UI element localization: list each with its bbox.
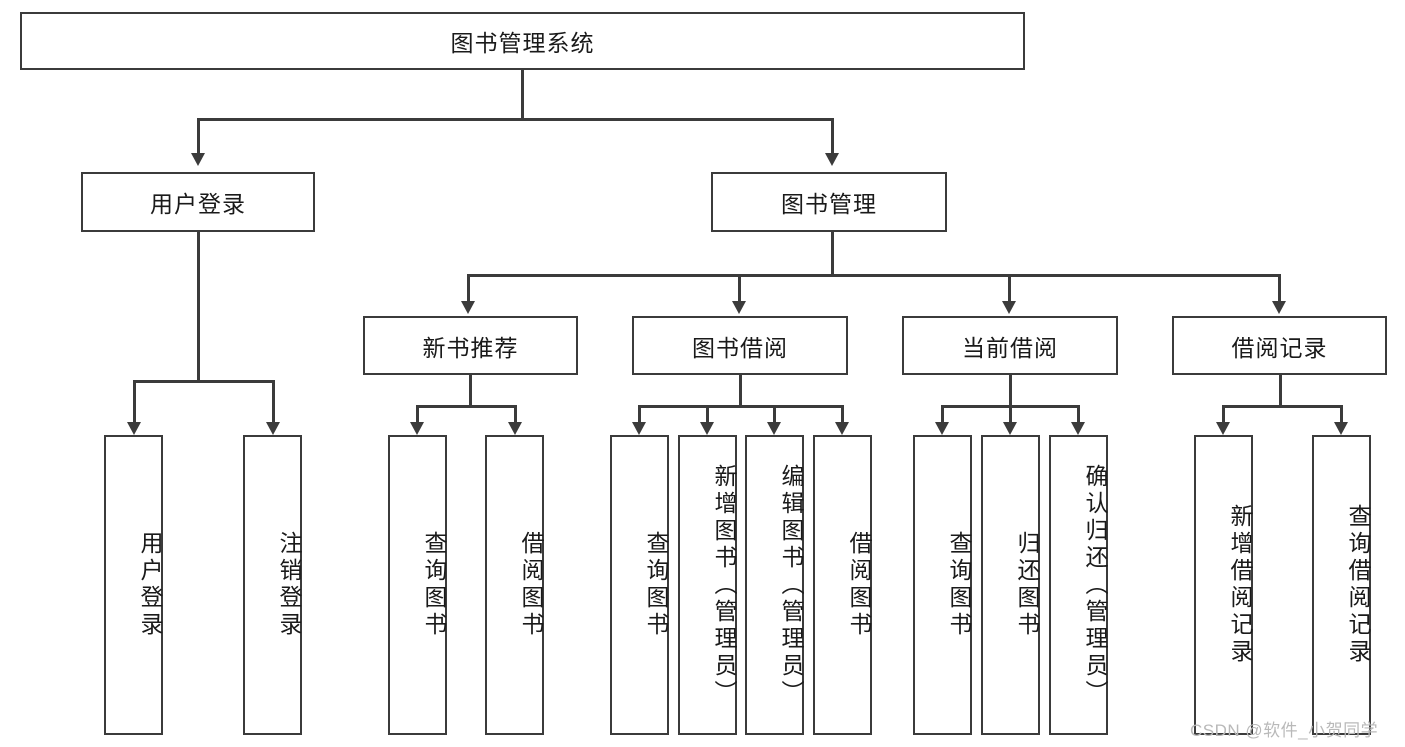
edge-root-to-book-manage xyxy=(831,118,834,156)
edge-book-borrow-stem xyxy=(739,375,742,405)
node-label: 图书管理 xyxy=(781,191,877,217)
node-borrow-records[interactable]: 借阅记录 xyxy=(1172,316,1387,375)
node-label: 用户登录 xyxy=(150,191,246,217)
arrow-book-borrow-to-leaf-0 xyxy=(632,422,646,435)
leaf-book-borrow-0[interactable]: 查询图书 xyxy=(610,435,669,735)
node-label: 当前借阅 xyxy=(962,334,1058,361)
node-new-book-recommend[interactable]: 新书推荐 xyxy=(363,316,578,375)
edge-book-borrow-to-leaf-2 xyxy=(773,405,776,425)
node-label: 编辑图书（管理员） xyxy=(778,463,804,707)
node-root-system[interactable]: 图书管理系统 xyxy=(20,12,1025,70)
edge-current-borrow-stem xyxy=(1009,375,1012,405)
edge-root-to-user-login xyxy=(197,118,200,156)
node-label: 用户登录 xyxy=(137,531,163,639)
leaf-new-book-0[interactable]: 查询图书 xyxy=(388,435,447,735)
node-book-management[interactable]: 图书管理 xyxy=(711,172,947,232)
node-label: 借阅图书 xyxy=(518,531,544,639)
arrow-current-borrow-to-leaf-0 xyxy=(935,422,949,435)
leaf-book-borrow-1[interactable]: 新增图书（管理员） xyxy=(678,435,737,735)
edge-book-manage-to-borrow-records xyxy=(1278,274,1281,304)
node-label: 新书推荐 xyxy=(422,334,519,361)
arrow-user-login-to-leaf-1 xyxy=(266,422,280,435)
node-label: 确认归还（管理员） xyxy=(1082,463,1108,707)
edge-root-stem xyxy=(521,70,524,118)
arrow-book-manage-to-new-book xyxy=(461,301,475,314)
edge-current-borrow-to-leaf-0 xyxy=(941,405,944,425)
leaf-user-login-0[interactable]: 用户登录 xyxy=(104,435,163,735)
leaf-new-book-1[interactable]: 借阅图书 xyxy=(485,435,544,735)
arrow-book-manage-to-current-borrow xyxy=(1002,301,1016,314)
leaf-current-borrow-0[interactable]: 查询图书 xyxy=(913,435,972,735)
node-label: 图书管理系统 xyxy=(450,30,595,56)
edge-user-login-stem xyxy=(197,232,200,380)
edge-current-borrow-to-leaf-2 xyxy=(1077,405,1080,425)
leaf-book-borrow-3[interactable]: 借阅图书 xyxy=(813,435,872,735)
node-label: 查询借阅记录 xyxy=(1345,504,1371,666)
leaf-current-borrow-2[interactable]: 确认归还（管理员） xyxy=(1049,435,1108,735)
node-label: 查询图书 xyxy=(421,531,447,639)
edge-borrow-records-stem xyxy=(1279,375,1282,405)
node-label: 查询图书 xyxy=(946,531,972,639)
arrow-root-to-user-login xyxy=(191,153,205,166)
arrow-book-manage-to-borrow-records xyxy=(1272,301,1286,314)
node-book-borrow[interactable]: 图书借阅 xyxy=(632,316,848,375)
arrow-new-book-to-leaf-0 xyxy=(410,422,424,435)
watermark-csdn: CSDN @软件_小贺同学 xyxy=(1190,721,1379,740)
edge-book-manage-to-book-borrow xyxy=(738,274,741,304)
edge-book-manage-bus xyxy=(467,274,1280,277)
edge-user-login-to-leaf-0 xyxy=(133,380,136,425)
arrow-book-borrow-to-leaf-1 xyxy=(700,422,714,435)
edge-new-book-to-leaf-1 xyxy=(514,405,517,425)
arrow-user-login-to-leaf-0 xyxy=(127,422,141,435)
arrow-book-manage-to-book-borrow xyxy=(732,301,746,314)
node-label: 图书借阅 xyxy=(692,334,788,361)
edge-book-borrow-to-leaf-1 xyxy=(706,405,709,425)
leaf-current-borrow-1[interactable]: 归还图书 xyxy=(981,435,1040,735)
node-current-borrow[interactable]: 当前借阅 xyxy=(902,316,1118,375)
node-label: 归还图书 xyxy=(1014,531,1040,639)
leaf-book-borrow-2[interactable]: 编辑图书（管理员） xyxy=(745,435,804,735)
edge-borrow-records-bus xyxy=(1222,405,1341,408)
edge-user-login-bus xyxy=(133,380,272,383)
edge-user-login-to-leaf-1 xyxy=(272,380,275,425)
edge-book-manage-to-current-borrow xyxy=(1008,274,1011,304)
edge-new-book-stem xyxy=(469,375,472,405)
node-label: 新增借阅记录 xyxy=(1227,504,1253,666)
arrow-current-borrow-to-leaf-1 xyxy=(1003,422,1017,435)
edge-book-manage-to-new-book xyxy=(467,274,470,304)
edge-borrow-records-to-leaf-0 xyxy=(1222,405,1225,425)
leaf-borrow-records-1[interactable]: 查询借阅记录 xyxy=(1312,435,1371,735)
edge-book-borrow-bus xyxy=(638,405,842,408)
edge-book-borrow-to-leaf-3 xyxy=(841,405,844,425)
leaf-borrow-records-0[interactable]: 新增借阅记录 xyxy=(1194,435,1253,735)
node-label: 注销登录 xyxy=(276,531,302,639)
node-label: 借阅图书 xyxy=(846,531,872,639)
arrow-borrow-records-to-leaf-0 xyxy=(1216,422,1230,435)
node-label: 查询图书 xyxy=(643,531,669,639)
node-user-login[interactable]: 用户登录 xyxy=(81,172,315,232)
node-label: 新增图书（管理员） xyxy=(711,463,737,707)
arrow-current-borrow-to-leaf-2 xyxy=(1071,422,1085,435)
arrow-book-borrow-to-leaf-3 xyxy=(835,422,849,435)
arrow-root-to-book-manage xyxy=(825,153,839,166)
node-label: 借阅记录 xyxy=(1231,334,1328,361)
arrow-borrow-records-to-leaf-1 xyxy=(1334,422,1348,435)
arrow-new-book-to-leaf-1 xyxy=(508,422,522,435)
edge-current-borrow-to-leaf-1 xyxy=(1009,405,1012,425)
edge-new-book-to-leaf-0 xyxy=(416,405,419,425)
edge-new-book-bus xyxy=(416,405,517,408)
edge-borrow-records-to-leaf-1 xyxy=(1340,405,1343,425)
edge-book-borrow-to-leaf-0 xyxy=(638,405,641,425)
leaf-user-login-1[interactable]: 注销登录 xyxy=(243,435,302,735)
edge-root-bus xyxy=(197,118,834,121)
arrow-book-borrow-to-leaf-2 xyxy=(767,422,781,435)
edge-book-manage-stem xyxy=(831,232,834,274)
